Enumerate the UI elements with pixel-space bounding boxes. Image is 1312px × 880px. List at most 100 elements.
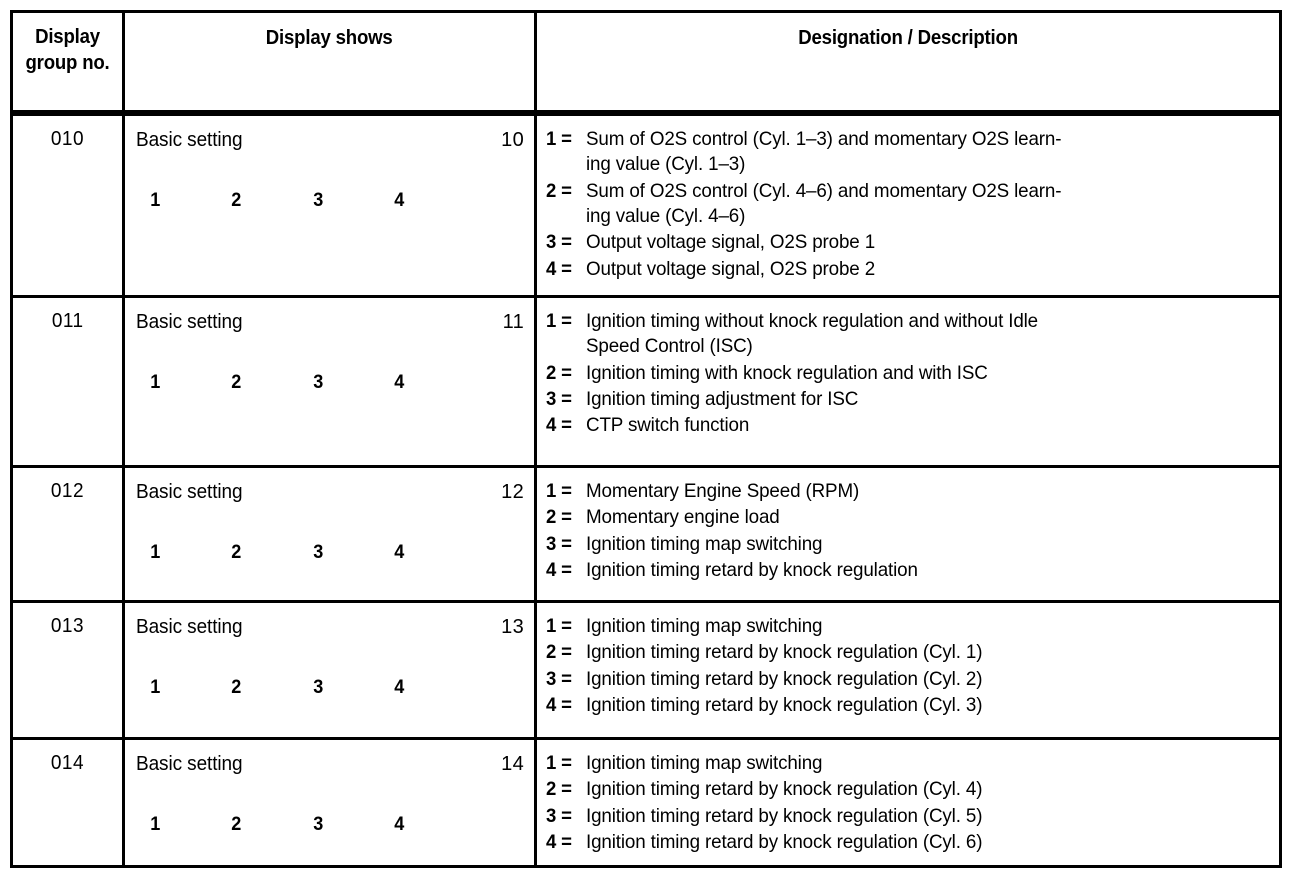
header-label-description: Designation / Description [798, 27, 1018, 49]
channel-label-1: 1 [150, 190, 161, 211]
display-group-table: Display group no. Display shows Designat… [10, 10, 1282, 868]
description-key: 2 = [546, 641, 572, 664]
description-key: 1 = [546, 615, 572, 637]
description-text: Ignition timing retard by knock regulati… [586, 831, 983, 854]
display-shows-line: Basic setting 10 [133, 129, 526, 155]
description-item: 2 = Sum of O2S control (Cyl. 4–6) and mo… [546, 179, 1269, 230]
description-text: Sum of O2S control (Cyl. 1–3) and moment… [586, 128, 1062, 176]
display-shows-title: Basic setting [136, 311, 243, 333]
description-text: Ignition timing map switching [586, 615, 823, 637]
channel-number-strip: 1 2 3 4 [133, 678, 526, 702]
channel-label-1: 1 [150, 677, 161, 698]
description-text: Ignition timing retard by knock regulati… [586, 804, 983, 827]
cell-description: 1 = Ignition timing map switching 2 = Ig… [537, 603, 1279, 737]
display-shows-line: Basic setting 11 [133, 311, 526, 337]
table-header-row: Display group no. Display shows Designat… [13, 13, 1279, 110]
cell-group-no: 010 [13, 116, 122, 295]
description-key: 2 = [546, 506, 572, 529]
description-text: CTP switch function [586, 414, 750, 437]
channel-label-1: 1 [150, 814, 161, 835]
description-item: 3 = Ignition timing retard by knock regu… [546, 667, 1269, 692]
channel-label-2: 2 [231, 190, 242, 211]
display-shows-value: 14 [501, 753, 524, 775]
channel-number-strip: 1 2 3 4 [133, 191, 526, 215]
description-text: Ignition timing with knock regulation an… [586, 361, 988, 384]
description-item: 1 = Sum of O2S control (Cyl. 1–3) and mo… [546, 127, 1269, 178]
channel-label-3: 3 [313, 190, 324, 211]
cell-display-shows: Basic setting 13 1 2 3 4 [125, 603, 534, 737]
cell-group-no: 011 [13, 298, 122, 465]
cell-display-shows: Basic setting 11 1 2 3 4 [125, 298, 534, 465]
description-item: 3 = Ignition timing adjustment for ISC [546, 387, 1269, 412]
table-row: 010 Basic setting 10 1 2 3 4 [13, 116, 1279, 298]
description-item: 4 = Output voltage signal, O2S probe 2 [546, 257, 1269, 282]
description-key: 4 = [546, 414, 572, 437]
description-key: 3 = [546, 804, 572, 827]
description-text: Ignition timing retard by knock regulati… [586, 694, 983, 717]
cell-group-no: 013 [13, 603, 122, 737]
description-key: 4 = [546, 257, 572, 280]
channel-label-2: 2 [231, 677, 242, 698]
column-divider-shows-description [534, 13, 537, 865]
header-cell-description: Designation / Description [537, 13, 1279, 110]
channel-label-3: 3 [313, 542, 324, 563]
description-item: 1 = Ignition timing map switching [546, 614, 1269, 639]
header-label-display-shows: Display shows [266, 27, 393, 49]
cell-description: 1 = Ignition timing without knock regula… [537, 298, 1279, 465]
description-text: Ignition timing map switching [586, 752, 823, 774]
description-key: 2 = [546, 778, 572, 801]
channel-label-3: 3 [313, 814, 324, 835]
description-key: 2 = [546, 179, 572, 202]
channel-label-4: 4 [394, 372, 405, 393]
table-row: 014 Basic setting 14 1 2 3 4 [13, 740, 1279, 871]
cell-display-shows: Basic setting 12 1 2 3 4 [125, 468, 534, 600]
description-item: 3 = Ignition timing retard by knock regu… [546, 804, 1269, 829]
description-item: 4 = Ignition timing retard by knock regu… [546, 830, 1269, 855]
cell-group-no: 014 [13, 740, 122, 871]
description-text: Sum of O2S control (Cyl. 4–6) and moment… [586, 179, 1062, 228]
cell-description: 1 = Sum of O2S control (Cyl. 1–3) and mo… [537, 116, 1279, 295]
description-key: 1 = [546, 310, 572, 332]
description-item: 3 = Ignition timing map switching [546, 532, 1269, 557]
display-shows-line: Basic setting 13 [133, 616, 526, 642]
description-item: 1 = Ignition timing map switching [546, 751, 1269, 776]
description-item: 3 = Output voltage signal, O2S probe 1 [546, 230, 1269, 255]
display-shows-title: Basic setting [136, 753, 243, 775]
cell-description: 1 = Ignition timing map switching 2 = Ig… [537, 740, 1279, 871]
description-key: 3 = [546, 667, 572, 690]
group-no-value: 010 [50, 128, 85, 150]
description-text: Ignition timing map switching [586, 532, 823, 555]
description-text: Ignition timing without knock regulation… [586, 310, 1039, 358]
description-text: Momentary engine load [586, 506, 780, 529]
description-key: 2 = [546, 361, 572, 384]
display-shows-value: 12 [501, 481, 524, 503]
cell-description: 1 = Momentary Engine Speed (RPM) 2 = Mom… [537, 468, 1279, 600]
display-shows-value: 10 [501, 129, 524, 151]
description-key: 1 = [546, 128, 572, 150]
channel-label-4: 4 [394, 542, 405, 563]
channel-number-strip: 1 2 3 4 [133, 543, 526, 567]
description-item: 2 = Ignition timing retard by knock regu… [546, 640, 1269, 665]
description-key: 3 = [546, 231, 572, 254]
description-key: 4 = [546, 831, 572, 854]
table-body: 010 Basic setting 10 1 2 3 4 [13, 116, 1279, 865]
description-item: 4 = Ignition timing retard by knock regu… [546, 558, 1269, 583]
description-item: 1 = Ignition timing without knock regula… [546, 309, 1269, 360]
header-cell-display-shows: Display shows [125, 13, 534, 110]
display-shows-value: 13 [501, 616, 524, 638]
description-text: Output voltage signal, O2S probe 2 [586, 257, 876, 280]
description-item: 4 = Ignition timing retard by knock regu… [546, 693, 1269, 718]
channel-label-1: 1 [150, 542, 161, 563]
group-no-value: 013 [50, 615, 85, 637]
description-text: Ignition timing retard by knock regulati… [586, 559, 918, 582]
header-separator-rule [13, 110, 1279, 116]
description-item: 4 = CTP switch function [546, 413, 1269, 438]
display-shows-title: Basic setting [136, 616, 243, 638]
description-item: 1 = Momentary Engine Speed (RPM) [546, 479, 1269, 504]
cell-display-shows: Basic setting 10 1 2 3 4 [125, 116, 534, 295]
group-no-value: 012 [50, 480, 85, 502]
description-key: 4 = [546, 559, 572, 582]
description-text: Ignition timing retard by knock regulati… [586, 641, 983, 664]
display-shows-value: 11 [502, 311, 524, 333]
channel-label-2: 2 [231, 372, 242, 393]
